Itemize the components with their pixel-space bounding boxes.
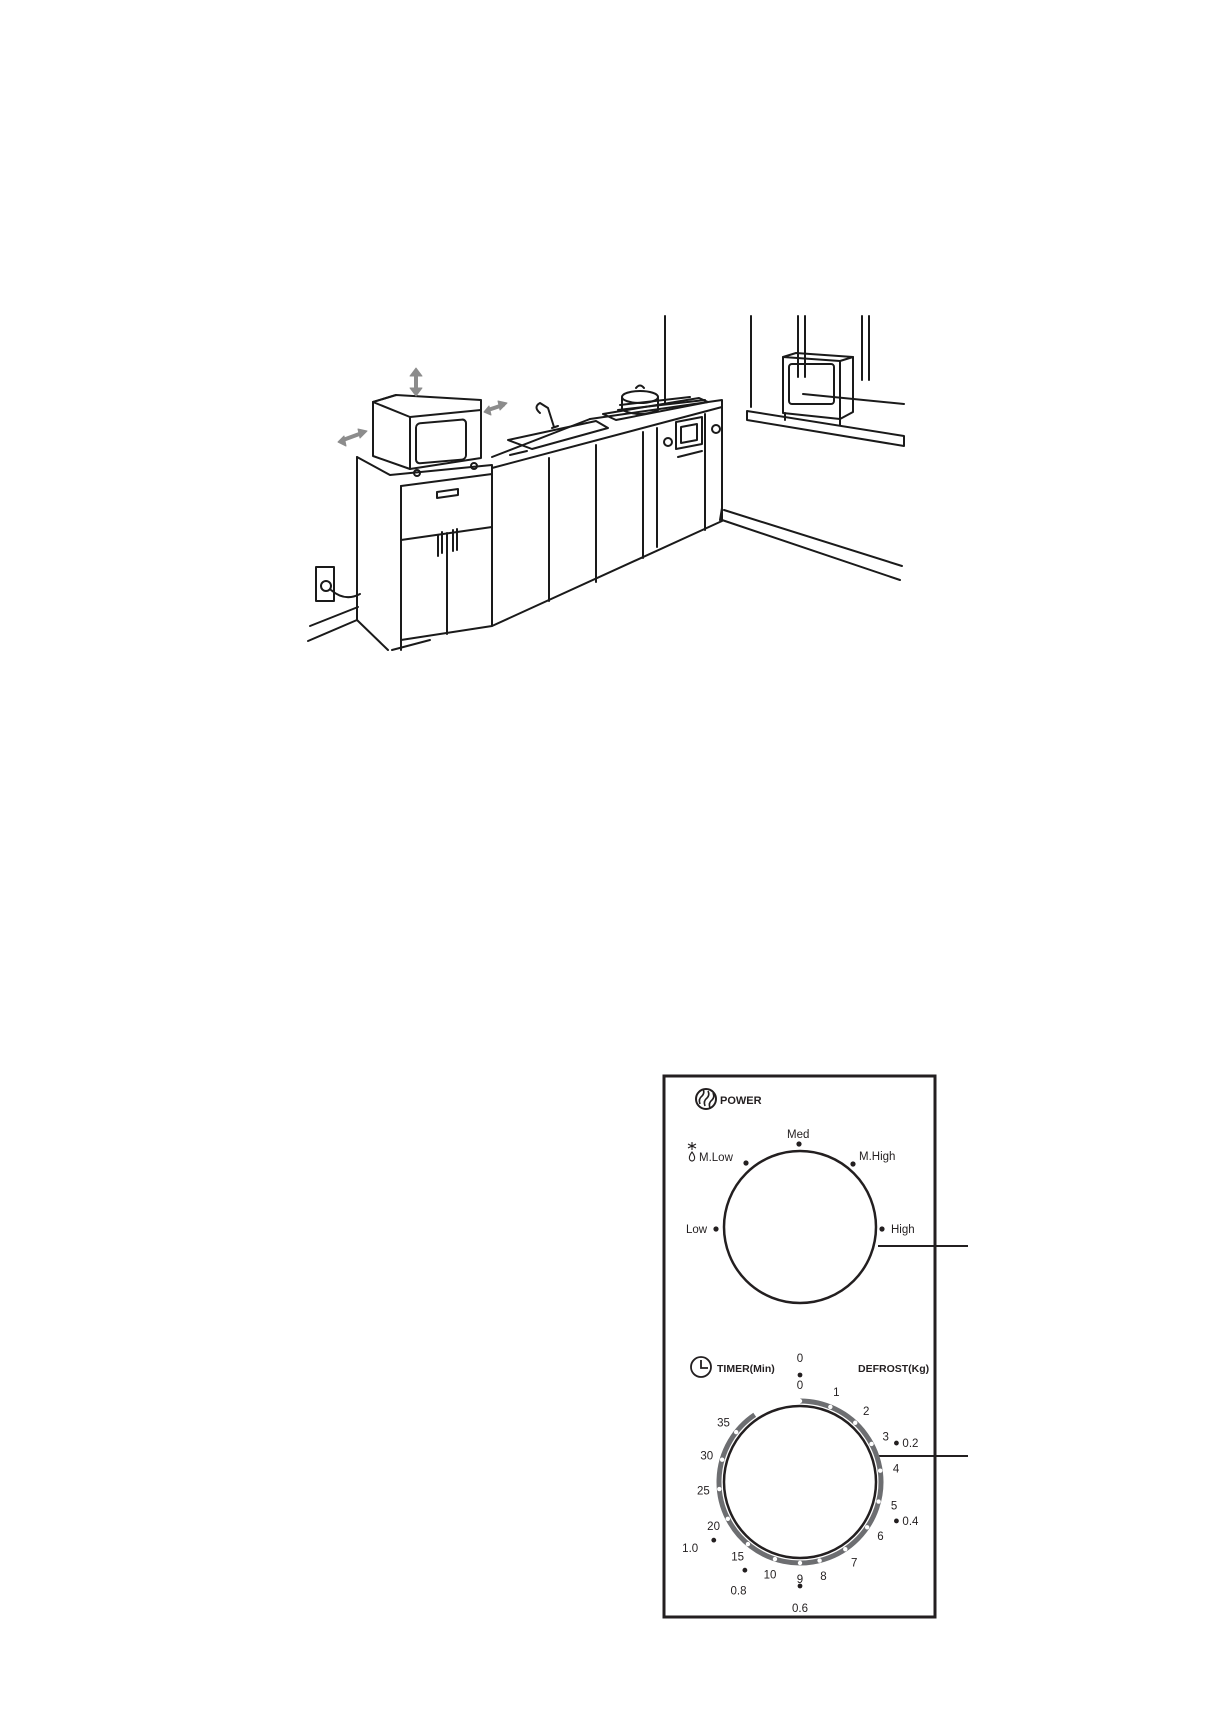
timer-mark-label: 35: [717, 1417, 730, 1429]
defrost-mark-label: 0.6: [792, 1603, 808, 1615]
defrost-dot: [742, 1568, 747, 1573]
timer-tick: [798, 1399, 802, 1403]
power-level-med: Med: [787, 1129, 809, 1141]
timer-tick: [843, 1547, 847, 1551]
control-panel: POWER Low M.Low Med M.High High TIMER(Mi…: [664, 1076, 968, 1617]
defrost-title: DEFROST(Kg): [858, 1363, 929, 1375]
power-level-dot: [743, 1160, 748, 1165]
timer-tick: [798, 1561, 802, 1565]
timer-mark-label: 5: [891, 1500, 897, 1512]
defrost-mark-label: 0.4: [902, 1516, 919, 1528]
stand-cabinet: [357, 457, 492, 650]
power-level-low: Low: [686, 1224, 708, 1236]
timer-mark-label: 20: [707, 1521, 720, 1533]
kitchen-illustration: [308, 316, 904, 650]
timer-mark-label: 2: [863, 1406, 869, 1418]
timer-tick: [746, 1542, 750, 1546]
timer-tick: [876, 1499, 880, 1503]
timer-tick: [817, 1558, 821, 1562]
timer-mark-label: 1: [833, 1387, 839, 1399]
defrost-dot: [798, 1584, 803, 1589]
timer-knob[interactable]: [724, 1406, 876, 1558]
defrost-mark-label: 1.0: [682, 1543, 698, 1555]
timer-mark-label: 15: [731, 1551, 744, 1563]
power-level-m-low: M.Low: [699, 1152, 734, 1164]
defrost-mark-label: 0: [797, 1353, 803, 1365]
timer-tick: [828, 1405, 832, 1409]
defrost-dot: [711, 1538, 716, 1543]
defrost-mark-label: 0.8: [731, 1585, 747, 1597]
timer-mark-label: 10: [764, 1569, 777, 1581]
timer-mark-label: 25: [697, 1485, 710, 1497]
power-knob[interactable]: [724, 1151, 876, 1303]
defrost-mark-label: 0.2: [902, 1438, 918, 1450]
timer-tick: [734, 1430, 738, 1434]
window-microwave: [747, 316, 904, 446]
timer-tick: [717, 1487, 721, 1491]
microwave-on-stand: [373, 395, 481, 476]
timer-mark-label: 0: [797, 1380, 803, 1392]
stove: [603, 386, 720, 458]
defrost-dot: [894, 1441, 899, 1446]
timer-mark-label: 4: [893, 1464, 900, 1476]
defrost-snowflake-icon: [688, 1142, 696, 1161]
power-level-m-high: M.High: [859, 1151, 895, 1163]
timer-title: TIMER(Min): [717, 1363, 775, 1375]
wall-outlet: [316, 567, 360, 601]
timer-mark-label: 8: [820, 1571, 826, 1583]
defrost-dot: [894, 1519, 899, 1524]
power-title: POWER: [720, 1095, 762, 1107]
timer-tick: [720, 1457, 724, 1461]
timer-tick: [878, 1469, 882, 1473]
power-level-high: High: [891, 1224, 915, 1236]
base-cabinets: [492, 400, 722, 626]
timer-mark-label: 6: [877, 1531, 883, 1543]
power-level-dot: [879, 1226, 884, 1231]
defrost-dot: [798, 1373, 803, 1378]
power-level-dot: [713, 1226, 718, 1231]
timer-tick: [726, 1517, 730, 1521]
timer-tick: [773, 1557, 777, 1561]
timer-mark-label: 30: [700, 1450, 713, 1462]
timer-mark-label: 7: [851, 1557, 857, 1569]
power-wave-icon: [696, 1089, 716, 1109]
timer-tick: [853, 1421, 857, 1425]
power-level-dot: [796, 1141, 801, 1146]
timer-mark-label: 3: [882, 1431, 888, 1443]
timer-tick: [865, 1525, 869, 1529]
power-level-dot: [850, 1161, 855, 1166]
clock-icon: [691, 1357, 711, 1377]
timer-tick: [869, 1442, 873, 1446]
